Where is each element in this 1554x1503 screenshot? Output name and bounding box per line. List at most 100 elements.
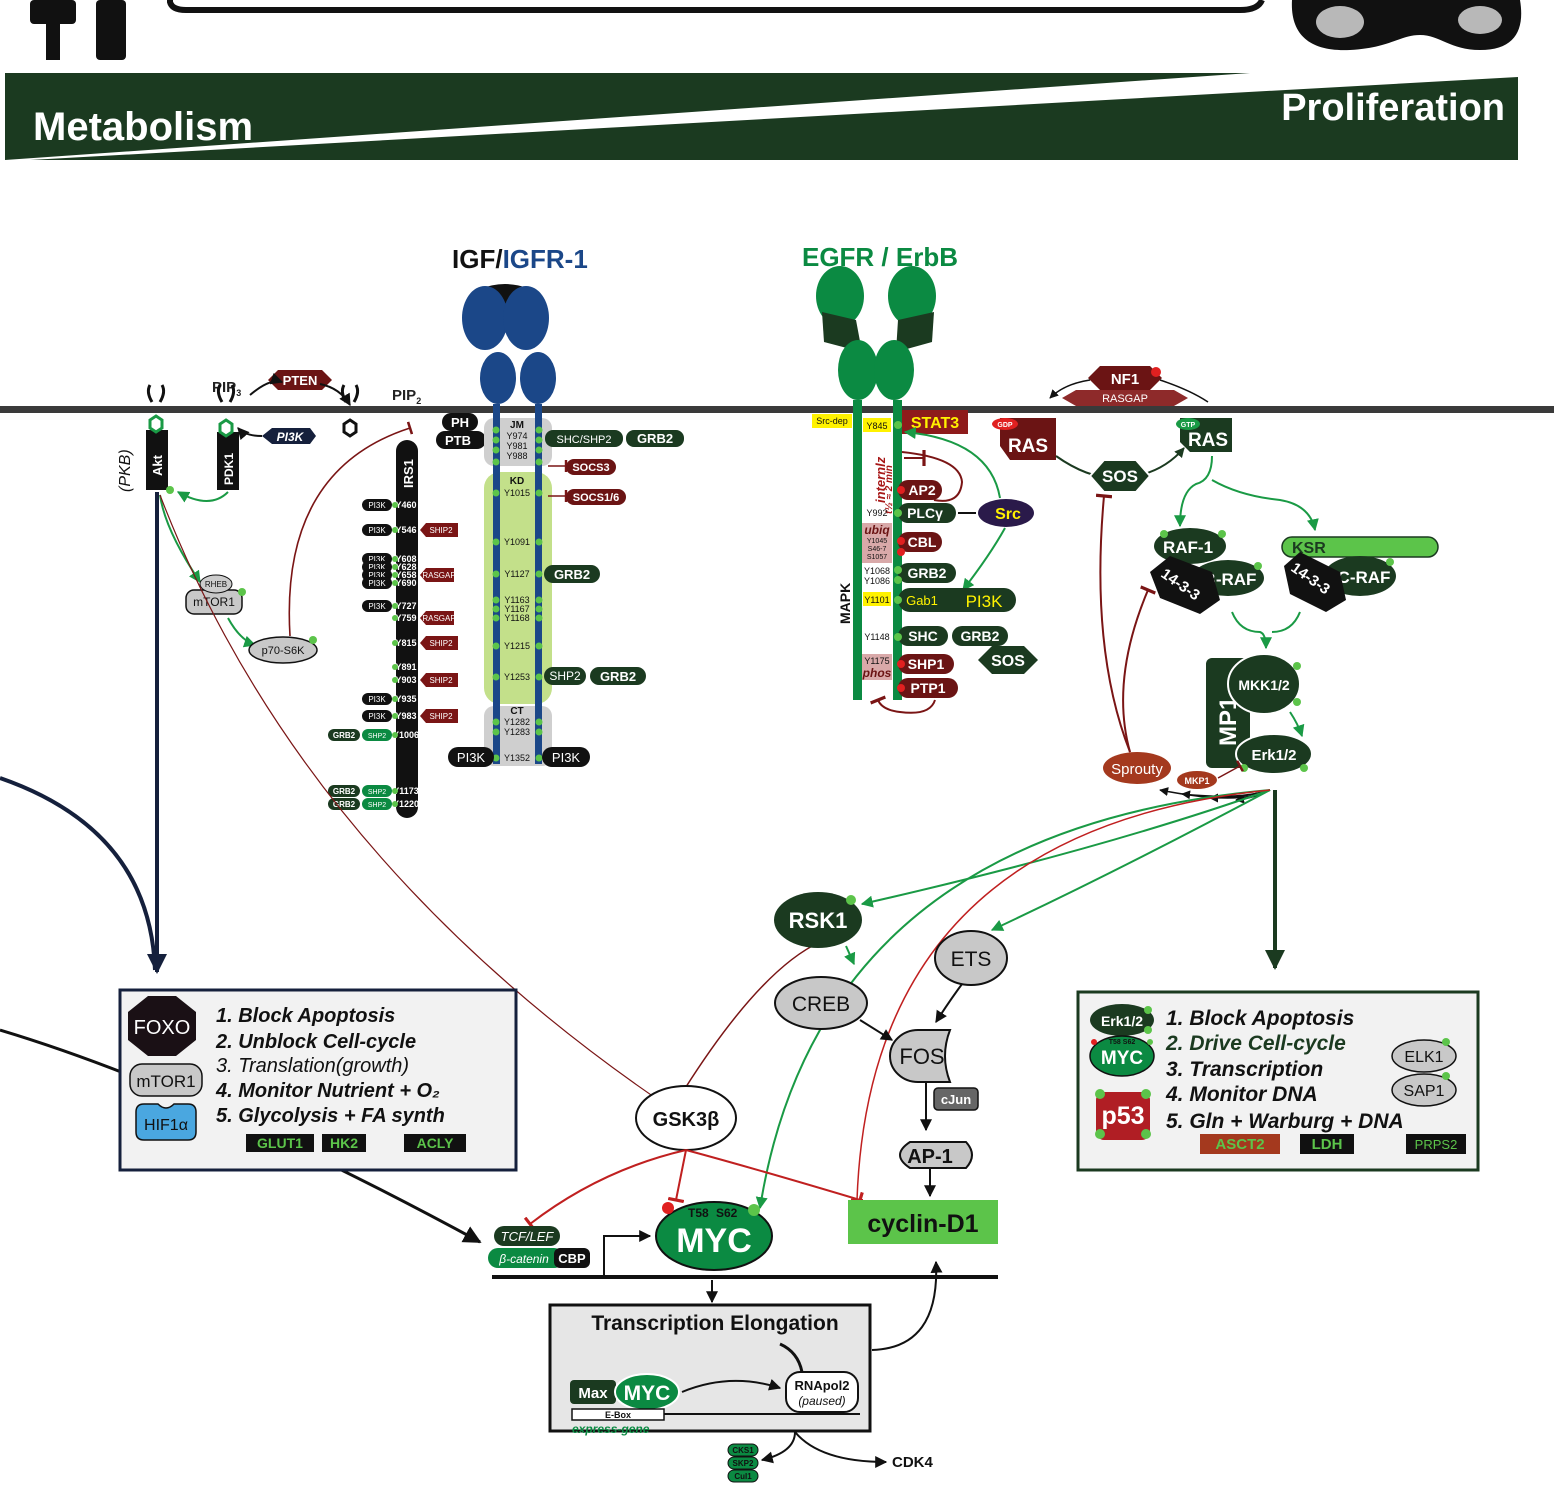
beta-catenin-badge	[488, 1248, 564, 1268]
ras-gdp-badge	[1000, 418, 1056, 460]
pip-lipid-group: PIP3 PIP2 PTEN PI3K Akt (PKB) PDK1 RHEB …	[117, 370, 421, 664]
sos-egfr-badge	[978, 646, 1038, 674]
sap1-badge	[1391, 1073, 1457, 1107]
p70s6k-label: p70-S6K	[262, 645, 305, 657]
pdk1-headgroup	[218, 418, 234, 438]
shp2-badge	[544, 667, 586, 685]
y1068-label: Y1068	[864, 566, 890, 576]
metabolism-gene-tag	[322, 1134, 366, 1152]
y845-tag	[863, 418, 891, 432]
irs1-site-label: Y608	[395, 554, 416, 564]
irs1-pi3k-label: PI3K	[368, 571, 386, 580]
myc-box-badge	[1089, 1035, 1155, 1077]
metabolism-item: 3. Translation(growth)	[216, 1055, 409, 1077]
igfr-ct-site: Y1352	[504, 753, 530, 763]
ap1-badge	[899, 1141, 973, 1169]
proliferation-gene-label: ASCT2	[1215, 1136, 1264, 1153]
proliferation-item: 3. Transcription	[1166, 1058, 1323, 1081]
irs1-right-badge	[420, 568, 454, 582]
mkp1-label: MKP1	[1184, 776, 1209, 786]
shc-shp2-badge	[545, 430, 623, 447]
src-dep-label: Src-dep	[816, 416, 848, 426]
erk-badge	[1235, 733, 1313, 775]
mkk-badge	[1227, 653, 1301, 715]
gab1-badge	[898, 588, 1016, 612]
mtor1-label: mTOR1	[193, 595, 235, 609]
shc-badge	[898, 626, 948, 646]
irs1-pi3k-badge	[362, 710, 392, 722]
pip-headgroup	[342, 418, 358, 438]
igfr-jm-site: Y974	[506, 431, 527, 441]
ras-gtp-label: RAS	[1188, 430, 1228, 451]
fos-label: FOS	[899, 1044, 944, 1069]
irs1-site-label: Y935	[395, 694, 416, 704]
akt-signal-arrows	[0, 492, 680, 1244]
foxo-label: FOXO	[134, 1017, 191, 1039]
gsk3b-label: GSK3β	[653, 1109, 720, 1131]
src-label: Src	[995, 506, 1021, 523]
t58-label: T58	[688, 1206, 709, 1220]
igfr-kd-site: Y1015	[504, 488, 530, 498]
irs1-grb2-label: GRB2	[333, 731, 356, 740]
mkk-label: MKK1/2	[1238, 677, 1290, 693]
rheb-label: RHEB	[205, 580, 227, 589]
irs1-pi3k-label: PI3K	[368, 555, 386, 564]
ptb-domain	[436, 431, 486, 449]
transcription-title: Transcription Elongation	[591, 1312, 838, 1335]
irs1-site-label: Y815	[395, 638, 416, 648]
y1175-label: Y1175	[864, 656, 889, 666]
max-label: Max	[578, 1385, 608, 1402]
y992-label: Y992	[866, 508, 887, 518]
creb-label: CREB	[792, 993, 850, 1016]
cjun-label: cJun	[941, 1092, 971, 1107]
metabolism-gene-label: GLUT1	[257, 1135, 303, 1151]
mapk-cascade: RAF-1 B-RAF 14-3-3 KSR C-RAF 14-3-3 MP1 …	[1095, 455, 1439, 970]
irs1-right-badge	[420, 673, 458, 687]
proliferation-item: 1. Block Apoptosis	[1166, 1007, 1354, 1030]
raf1-label: RAF-1	[1163, 538, 1213, 557]
metabolism-banner	[5, 73, 1250, 160]
irs1-grb2-badge	[328, 729, 360, 741]
cul1-badge	[727, 1469, 759, 1483]
irs1-pi3k-label: PI3K	[368, 501, 386, 510]
irs1-right-badge	[420, 523, 458, 537]
halflife-label: t½ ≈ 2 min	[884, 465, 895, 514]
pip3-label: PIP3	[212, 379, 241, 398]
irs1-right-badge	[420, 709, 458, 723]
irs1-shp2-label: SHP2	[368, 733, 386, 740]
irs1-right-label: SHIP2	[429, 676, 453, 685]
metabolism-gene-tag	[246, 1134, 314, 1152]
egfr-title: EGFR / ErbB	[802, 242, 958, 272]
irs1-grb2-label: GRB2	[333, 800, 356, 809]
proliferation-gene-tag	[1200, 1134, 1280, 1154]
cbl-label: CBL	[908, 534, 937, 550]
hif1a-label: HIF1α	[144, 1117, 188, 1134]
irs1-pi3k-label: PI3K	[368, 695, 386, 704]
cjun-badge	[933, 1087, 979, 1111]
grb2-kd-badge	[544, 565, 600, 583]
rsk1-label: RSK1	[789, 908, 848, 933]
irs1-pi3k-badge	[362, 499, 392, 511]
elk1-badge	[1391, 1039, 1457, 1073]
rasgap-label: RASGAP	[1102, 393, 1148, 405]
rsk1-badge	[774, 892, 862, 948]
ksr-label: KSR	[1292, 540, 1326, 557]
akt-label: Akt	[150, 454, 165, 476]
irs1-shp2-badge	[362, 785, 392, 797]
pi3k-right-badge	[542, 747, 590, 767]
ct-label: CT	[510, 706, 523, 717]
p70s6k-badge	[248, 636, 318, 664]
pip-lipid-icon	[216, 384, 236, 403]
internlz-label: internlz	[873, 456, 888, 503]
grb2-egfr-badge	[898, 563, 956, 583]
fos-badge	[889, 1029, 952, 1083]
grb2-label: GRB2	[637, 431, 673, 446]
igfr-kd-site: Y1163	[504, 595, 529, 605]
s62-label: S62	[716, 1206, 738, 1220]
gdp-label: GDP	[997, 422, 1013, 429]
paused-label: (paused)	[798, 1394, 845, 1408]
rasgap-badge	[1062, 390, 1188, 406]
